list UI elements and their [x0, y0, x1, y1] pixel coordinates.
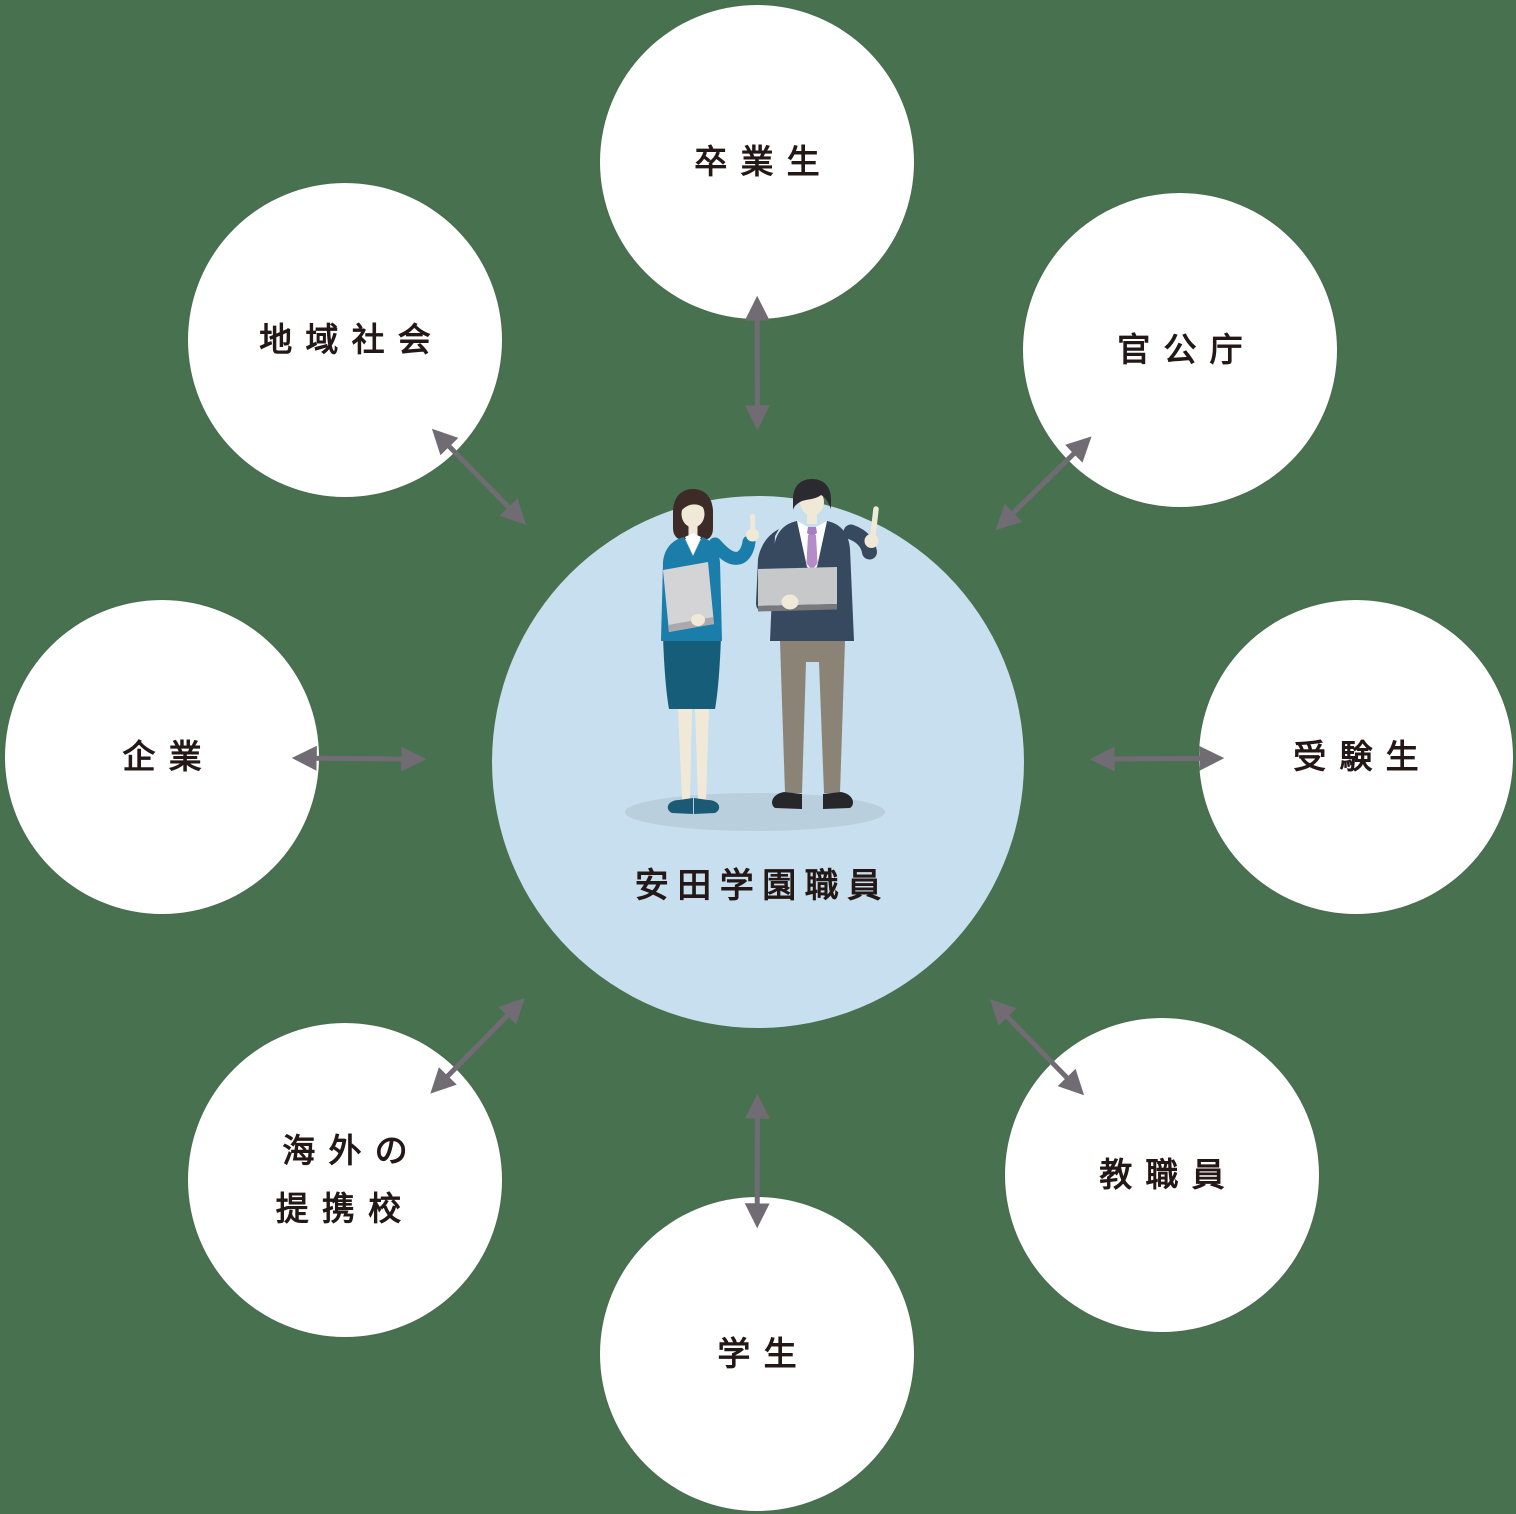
woman-skirt: [663, 636, 721, 709]
node-faculty-staff: 教職員: [1005, 1018, 1319, 1332]
man-left-hand: [864, 534, 879, 548]
man-pants: [780, 641, 845, 793]
node-government: 官公庁: [1023, 193, 1337, 507]
woman-left-shoe: [667, 798, 693, 814]
node-community-label: 地域社会: [259, 321, 444, 359]
node-students-label: 学生: [717, 1335, 810, 1373]
woman-left-hand: [691, 614, 705, 626]
node-faculty-staff-label: 教職員: [1099, 1156, 1238, 1194]
node-graduates-label: 卒業生: [694, 143, 833, 181]
man-left-shoe: [772, 792, 802, 809]
male-staff-figure: [756, 479, 879, 809]
node-overseas-schools: 海外の 提携校: [188, 1023, 502, 1337]
node-government-label: 官公庁: [1117, 331, 1256, 369]
node-companies: 企業: [5, 600, 319, 914]
female-staff-figure: [661, 489, 759, 814]
woman-right-leg: [695, 709, 709, 800]
node-graduates: 卒業生: [600, 5, 914, 319]
node-community: 地域社会: [188, 183, 502, 497]
man-right-hand: [781, 594, 799, 610]
man-neck: [807, 509, 817, 524]
man-pointing-finger: [870, 506, 879, 538]
woman-pointing-finger: [750, 514, 756, 532]
center-label: 安田学園職員: [634, 867, 890, 905]
man-right-shoe: [823, 792, 853, 809]
woman-raised-sleeve: [708, 535, 756, 565]
woman-right-shoe: [694, 798, 720, 814]
tie-icon: [806, 535, 818, 571]
staff-illustration: [625, 479, 885, 831]
woman-blouse: [685, 533, 701, 555]
node-companies-label: 企業: [122, 738, 215, 776]
node-students: 学生: [600, 1197, 914, 1511]
node-examinees-label: 受験生: [1293, 738, 1432, 776]
folder-icon: [663, 562, 714, 632]
woman-face: [681, 500, 705, 528]
woman-hair-fringe: [680, 493, 706, 511]
laptop-base: [758, 604, 837, 612]
woman-right-hand: [746, 528, 759, 542]
tie-knot: [807, 527, 817, 537]
node-examinees: 受験生: [1199, 600, 1513, 914]
laptop-icon: [758, 567, 837, 606]
man-hair: [793, 479, 831, 510]
node-overseas-schools-label: 海外の 提携校: [275, 1132, 421, 1227]
woman-neck: [688, 520, 698, 536]
woman-left-leg: [678, 709, 692, 800]
man-raised-sleeve: [843, 524, 877, 560]
